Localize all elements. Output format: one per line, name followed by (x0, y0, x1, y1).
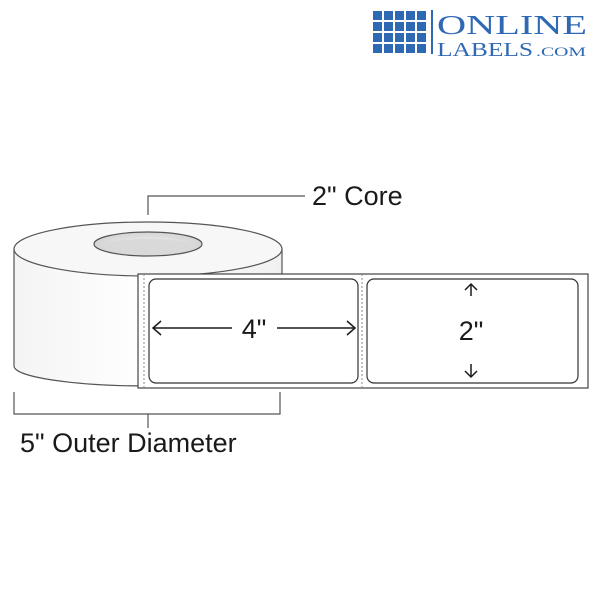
onlinelabels-logo: ONLINE LABELS .COM (373, 10, 587, 61)
logo-line-labels: LABELS (437, 39, 533, 61)
width-arrow-left-head (151, 320, 162, 336)
height-dimension (464, 282, 478, 379)
logo-line-online: ONLINE (437, 10, 587, 40)
width-arrow-right-head (346, 320, 357, 336)
outer-diameter-label: 5" Outer Diameter (20, 428, 237, 458)
height-arrow-up-head (464, 282, 478, 291)
logo-divider (431, 10, 433, 54)
logo-suffix-com: .COM (536, 44, 587, 59)
height-label: 2" (459, 316, 484, 346)
label-liner-strip (137, 273, 589, 389)
label-1 (148, 278, 359, 384)
core-dimension-callout: 2" Core (147, 181, 403, 215)
label-2 (366, 278, 579, 384)
roll-core-inner (104, 239, 192, 255)
height-arrow-down-head (464, 370, 478, 379)
outer-diameter-callout: 5" Outer Diameter (13, 392, 281, 458)
logo-grid-icon (373, 11, 426, 53)
width-dimension (151, 320, 357, 336)
width-label: 4" (242, 314, 267, 344)
core-bracket-line (147, 195, 305, 215)
outer-diameter-bracket-line (13, 392, 281, 415)
core-label: 2" Core (312, 181, 403, 211)
